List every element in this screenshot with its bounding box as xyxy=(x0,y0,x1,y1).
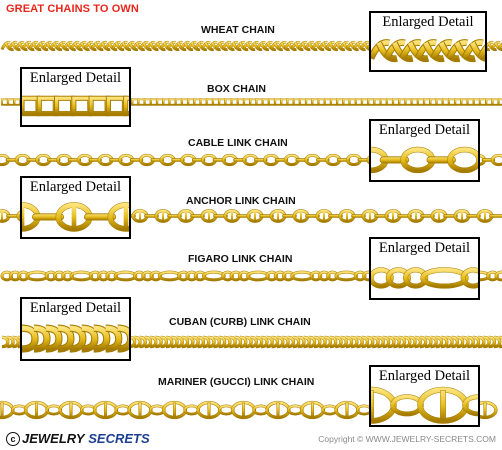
detail-title: Enlarged Detail xyxy=(29,300,122,316)
box-chain-label: BOX CHAIN xyxy=(207,83,266,95)
mariner-chain-label: MARINER (GUCCI) LINK CHAIN xyxy=(158,376,315,388)
detail-title: Enlarged Detail xyxy=(29,70,122,86)
cable-detail-image xyxy=(371,146,478,174)
anchor-chain-label: ANCHOR LINK CHAIN xyxy=(186,195,296,207)
figaro-chain-label: FIGARO LINK CHAIN xyxy=(188,253,293,265)
anchor-enlarged-detail: Enlarged Detail xyxy=(20,176,131,239)
detail-title: Enlarged Detail xyxy=(378,368,471,384)
detail-title: Enlarged Detail xyxy=(29,179,122,195)
cuban-chain-label: CUBAN (CURB) LINK CHAIN xyxy=(169,316,311,328)
wheat-detail-image xyxy=(371,39,485,63)
figaro-enlarged-detail: Enlarged Detail xyxy=(369,237,480,300)
figaro-detail-image xyxy=(371,267,478,289)
page-heading: GREAT CHAINS TO OWN xyxy=(6,3,139,15)
cable-enlarged-detail: Enlarged Detail xyxy=(369,119,480,182)
wheat-chain-label: WHEAT CHAIN xyxy=(201,24,275,36)
copyright-notice: Copyright © WWW.JEWELRY-SECRETS.COM xyxy=(318,434,496,444)
cable-chain-label: CABLE LINK CHAIN xyxy=(188,137,288,149)
detail-title: Enlarged Detail xyxy=(378,240,471,256)
detail-title: Enlarged Detail xyxy=(378,122,471,138)
mariner-detail-image xyxy=(371,386,478,424)
logo-word-jewelry: JEWELRY xyxy=(22,431,85,446)
cuban-enlarged-detail: Enlarged Detail xyxy=(20,297,131,361)
anchor-detail-image xyxy=(22,202,129,232)
cuban-detail-image xyxy=(22,324,129,353)
wheat-enlarged-detail: Enlarged Detail xyxy=(369,11,487,72)
cable-chain-image xyxy=(0,153,502,167)
detail-title: Enlarged Detail xyxy=(382,14,474,30)
logo-word-secrets: SECRETS xyxy=(88,431,150,446)
copyright-circle-icon: c xyxy=(6,432,20,446)
box-detail-image xyxy=(22,95,129,117)
mariner-enlarged-detail: Enlarged Detail xyxy=(369,365,480,427)
box-enlarged-detail: Enlarged Detail xyxy=(20,67,131,127)
